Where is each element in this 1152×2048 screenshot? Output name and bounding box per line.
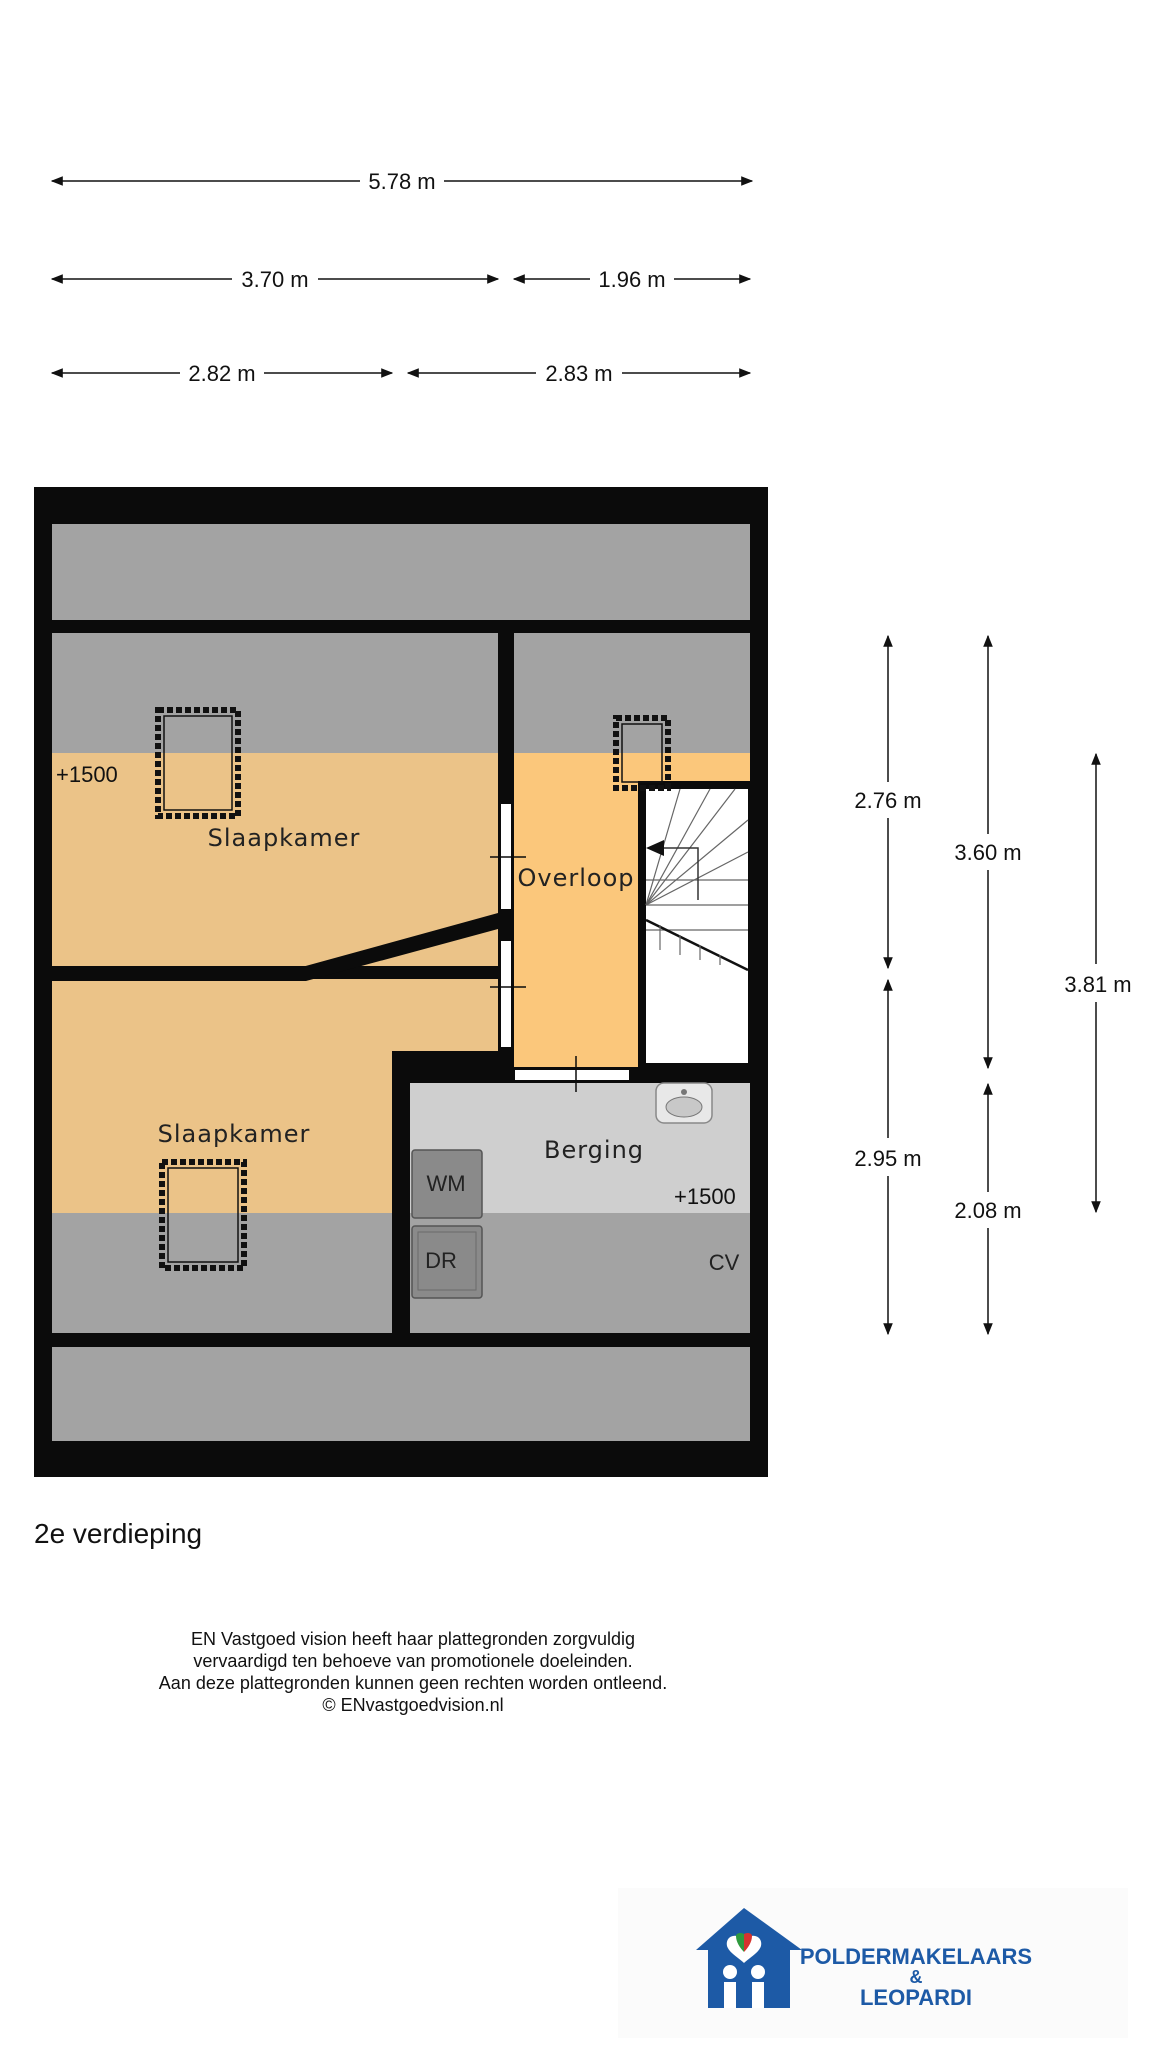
height-label-right: +1500 (674, 1184, 736, 1209)
disclaimer: EN Vastgoed vision heeft haar plattegron… (80, 1628, 746, 1716)
floor-title: 2e verdieping (34, 1518, 203, 1549)
skylight-landing (613, 715, 671, 791)
dim-right-upper-mid: 3.60 m (954, 840, 1021, 865)
skylight-top-left (155, 707, 241, 819)
landing-floor (514, 753, 638, 1067)
bedroom-top-floor (52, 753, 498, 966)
washing-machine-icon (411, 1149, 483, 1219)
dim-total-width: 5.78 m (368, 169, 435, 194)
dim-row2-right: 1.96 m (598, 267, 665, 292)
washer-label: WM (426, 1171, 465, 1196)
dryer-icon (411, 1225, 483, 1299)
top-dimensions: 5.78 m 3.70 m 1.96 m 2.82 m 2.83 m (50, 169, 754, 386)
room-label-bedroom-top: Slaapkamer (208, 824, 361, 852)
staircase (645, 788, 749, 972)
bottom-eaves-area (52, 1347, 750, 1441)
stair-wall (638, 781, 646, 1075)
room-label-storage: Berging (544, 1136, 644, 1164)
top-eaves-area (52, 524, 750, 620)
right-dimensions: 2.76 m 2.95 m 3.60 m 2.08 m 3.81 m (854, 634, 1132, 1336)
dryer-label: DR (425, 1248, 457, 1273)
skylight-bottom-left (159, 1159, 247, 1271)
dim-right-full: 3.81 m (1064, 972, 1131, 997)
logo-line-3: LEOPARDI (859, 1985, 973, 2010)
dim-right-upper-short: 2.76 m (854, 788, 921, 813)
disclaimer-line: EN Vastgoed vision heeft haar plattegron… (191, 1629, 635, 1649)
logo-line-1: POLDERMAKELAARS (799, 1944, 1033, 1969)
sink-icon (655, 1082, 713, 1124)
disclaimer-line: Aan deze plattegronden kunnen geen recht… (158, 1673, 668, 1693)
landing-wall-upper (498, 633, 514, 803)
bedroom-bottom-low-ceiling (52, 1213, 392, 1333)
bedroom-top-low-ceiling (52, 633, 498, 753)
bedroom-divider-wall (52, 913, 498, 981)
door-storage (513, 1068, 631, 1082)
boiler-label: CV (709, 1250, 740, 1275)
dim-row3-left: 2.82 m (188, 361, 255, 386)
company-logo-icon (618, 1888, 1128, 2038)
height-label-left: +1500 (56, 762, 118, 787)
logo-line-2: & (909, 1967, 923, 1987)
dim-right-lower-mid: 2.08 m (954, 1198, 1021, 1223)
stair-direction-arrow-icon (646, 840, 664, 856)
logo-wordmark: POLDERMAKELAARS & LEOPARDI (786, 1944, 1046, 2010)
room-label-landing: Overloop (518, 864, 635, 892)
dim-right-lower-short: 2.95 m (854, 1146, 921, 1171)
door-bedroom-bottom (499, 939, 513, 1049)
disclaimer-copyright: © ENvastgoedvision.nl (322, 1695, 504, 1715)
dim-row3-right: 2.83 m (545, 361, 612, 386)
dim-row2-left: 3.70 m (241, 267, 308, 292)
disclaimer-line: vervaardigd ten behoeve van promotionele… (193, 1651, 633, 1671)
landing-low-ceiling (514, 633, 750, 753)
plan-drawing: Slaapkamer Overloop Slaapkamer Berging +… (34, 487, 768, 1477)
room-label-bedroom-bottom: Slaapkamer (158, 1120, 311, 1148)
